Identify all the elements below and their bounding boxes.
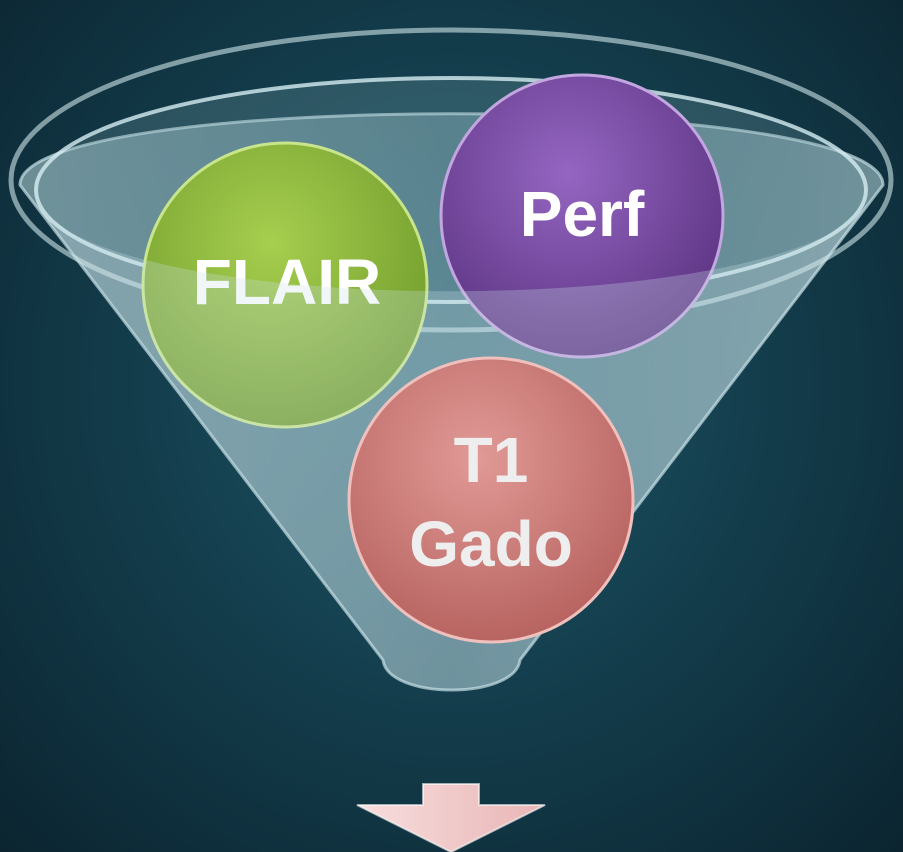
circle-t1-gado: T1 Gado [347,356,635,644]
circle-flair-label: FLAIR [193,246,381,318]
circle-perf: Perf [439,73,725,359]
circle-flair: FLAIR [141,141,429,429]
funnel-rim-outer [8,27,894,333]
circle-t1-gado-label-line2: Gado [409,508,573,580]
circle-t1-gado-label-line1: T1 [454,424,529,496]
circle-perf-label: Perf [520,178,645,250]
down-arrow-icon [356,783,546,852]
